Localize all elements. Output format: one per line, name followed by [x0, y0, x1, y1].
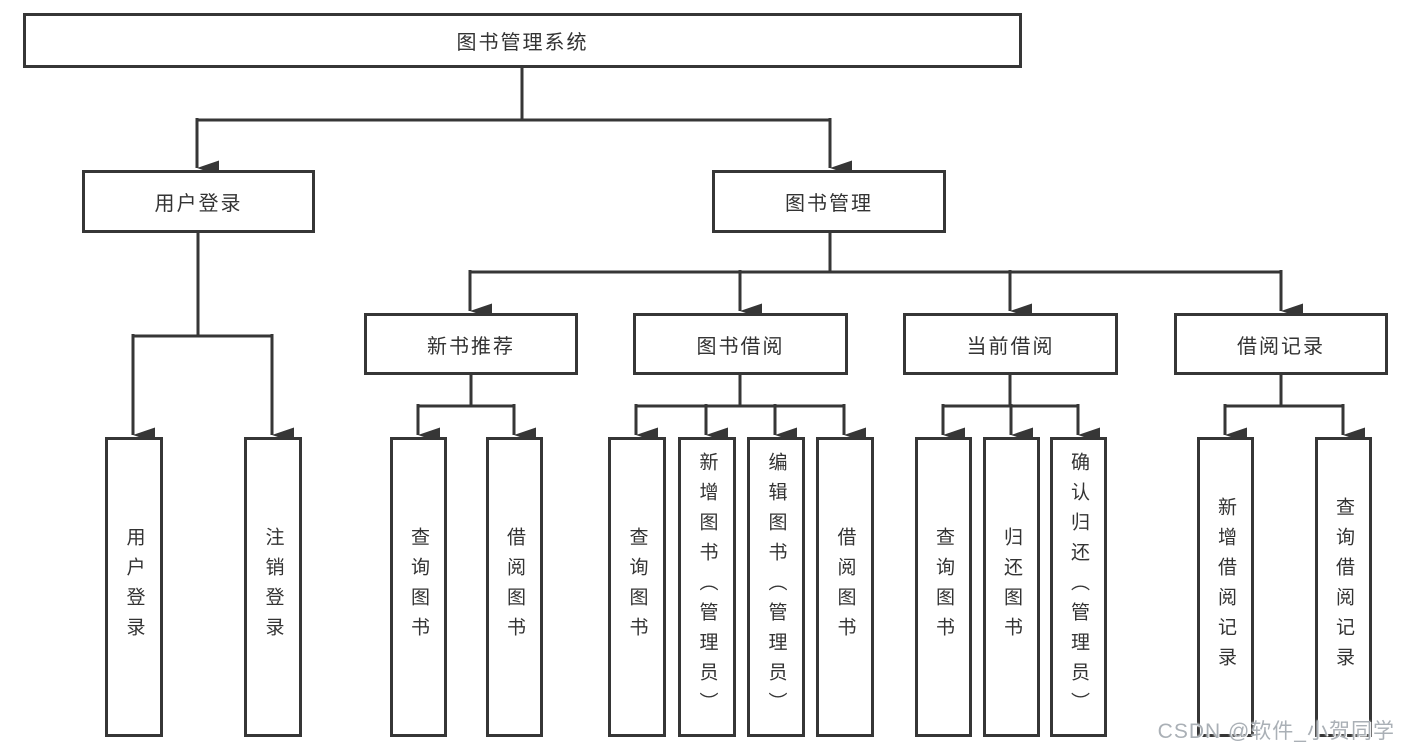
leaf-edit-books-admin-label: 编辑图书（管理员） [765, 452, 787, 722]
node-user-login-label: 用户登录 [154, 193, 243, 215]
node-root: 图书管理系统 [23, 13, 1022, 68]
node-new-book-recommend: 新书推荐 [364, 313, 578, 375]
node-current-borrow: 当前借阅 [903, 313, 1118, 375]
leaf-return-books-label: 归还图书 [1001, 527, 1022, 647]
leaf-return-books: 归还图书 [983, 437, 1040, 737]
leaf-borrow-books-recommend: 借阅图书 [486, 437, 543, 737]
leaf-confirm-return-admin-label: 确认归还（管理员） [1068, 452, 1089, 722]
leaf-add-books-admin-label: 新增图书（管理员） [696, 452, 718, 722]
leaf-borrow-books: 借阅图书 [816, 437, 874, 737]
leaf-confirm-return-admin: 确认归还（管理员） [1050, 437, 1107, 737]
leaf-query-borrow-record: 查询借阅记录 [1315, 437, 1372, 737]
node-new-book-recommend-label: 新书推荐 [427, 335, 515, 358]
leaf-logout-label: 注销登录 [262, 527, 284, 647]
node-book-borrow-label: 图书借阅 [696, 335, 785, 358]
node-root-label: 图书管理系统 [456, 32, 589, 54]
leaf-query-books-recommend-label: 查询图书 [408, 527, 429, 647]
leaf-user-login-label: 用户登录 [123, 527, 145, 647]
leaf-borrow-books-recommend-label: 借阅图书 [504, 527, 525, 647]
leaf-add-books-admin: 新增图书（管理员） [678, 437, 736, 737]
leaf-query-books-current-label: 查询图书 [933, 527, 954, 647]
node-book-management: 图书管理 [712, 170, 946, 233]
leaf-add-borrow-record-label: 新增借阅记录 [1215, 497, 1236, 677]
node-user-login: 用户登录 [82, 170, 315, 233]
leaf-query-books-current: 查询图书 [915, 437, 972, 737]
node-borrow-records-label: 借阅记录 [1237, 335, 1325, 358]
node-book-management-label: 图书管理 [785, 193, 873, 215]
leaf-edit-books-admin: 编辑图书（管理员） [747, 437, 805, 737]
node-book-borrow: 图书借阅 [633, 313, 848, 375]
node-borrow-records: 借阅记录 [1174, 313, 1388, 375]
leaf-query-borrow-record-label: 查询借阅记录 [1333, 497, 1354, 677]
leaf-borrow-books-label: 借阅图书 [834, 527, 856, 647]
leaf-user-login: 用户登录 [105, 437, 163, 737]
node-current-borrow-label: 当前借阅 [966, 335, 1055, 358]
leaf-logout: 注销登录 [244, 437, 302, 737]
leaf-query-books-borrow: 查询图书 [608, 437, 666, 737]
leaf-add-borrow-record: 新增借阅记录 [1197, 437, 1254, 737]
leaf-query-books-recommend: 查询图书 [390, 437, 447, 737]
leaf-query-books-borrow-label: 查询图书 [626, 527, 648, 647]
